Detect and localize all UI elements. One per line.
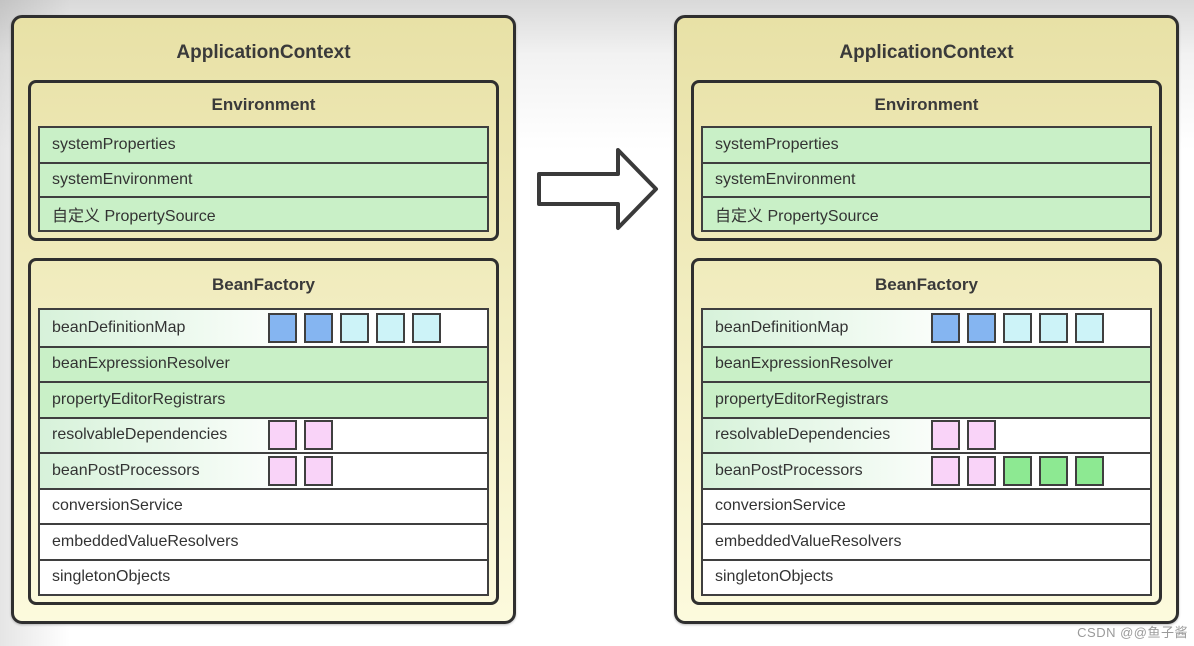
row-label: conversionService bbox=[52, 497, 183, 515]
watermark-text: CSDN @@鱼子酱 bbox=[1077, 625, 1188, 640]
row-label: embeddedValueResolvers bbox=[715, 532, 902, 550]
transform-right-arrow-icon bbox=[536, 146, 660, 232]
row-label: beanDefinitionMap bbox=[715, 318, 849, 336]
table-row: beanDefinitionMap bbox=[703, 310, 1150, 346]
row-label: systemProperties bbox=[715, 136, 839, 153]
bean-icons-group bbox=[931, 420, 996, 451]
pink-bean-icon bbox=[931, 420, 960, 451]
table-row: systemEnvironment bbox=[40, 162, 487, 196]
table-row: singletonObjects bbox=[703, 558, 1150, 594]
application-context-panel-left: ApplicationContext Environment systemPro… bbox=[11, 15, 516, 624]
pink-bean-icon bbox=[967, 455, 996, 486]
table-row: 自定义 PropertySource bbox=[40, 196, 487, 230]
table-row: beanPostProcessors bbox=[703, 452, 1150, 488]
row-label: beanDefinitionMap bbox=[52, 318, 186, 336]
bean-factory-box: BeanFactory beanDefinitionMap beanExpress… bbox=[28, 258, 499, 605]
table-row: 自定义 PropertySource bbox=[703, 196, 1150, 230]
pink-bean-icon bbox=[268, 455, 297, 486]
table-row: resolvableDependencies bbox=[703, 416, 1150, 452]
table-row: conversionService bbox=[40, 487, 487, 523]
table-row: systemEnvironment bbox=[703, 162, 1150, 196]
cyan-bean-icon bbox=[412, 312, 441, 343]
blue-bean-icon bbox=[931, 312, 960, 343]
blue-bean-icon bbox=[268, 312, 297, 343]
row-label: singletonObjects bbox=[715, 568, 834, 586]
row-label: singletonObjects bbox=[52, 568, 171, 586]
table-row: propertyEditorRegistrars bbox=[40, 381, 487, 417]
bean-factory-box: BeanFactory beanDefinitionMap beanExpress… bbox=[691, 258, 1162, 605]
environment-title: Environment bbox=[874, 94, 979, 114]
pink-bean-icon bbox=[967, 420, 996, 451]
table-row: beanPostProcessors bbox=[40, 452, 487, 488]
row-label: resolvableDependencies bbox=[715, 426, 891, 444]
blue-bean-icon bbox=[304, 312, 333, 343]
row-label: systemEnvironment bbox=[715, 171, 856, 188]
green-bean-icon bbox=[1003, 455, 1032, 486]
application-context-title: ApplicationContext bbox=[839, 42, 1014, 63]
table-row: beanDefinitionMap bbox=[40, 310, 487, 346]
row-label: systemEnvironment bbox=[52, 171, 193, 188]
table-row: singletonObjects bbox=[40, 558, 487, 594]
cyan-bean-icon bbox=[1075, 312, 1104, 343]
bean-icons-group bbox=[931, 312, 1104, 343]
row-label: systemProperties bbox=[52, 136, 176, 153]
table-row: propertyEditorRegistrars bbox=[703, 381, 1150, 417]
row-label: resolvableDependencies bbox=[52, 426, 228, 444]
row-label: beanPostProcessors bbox=[715, 461, 863, 479]
bean-factory-title: BeanFactory bbox=[875, 274, 978, 294]
table-row: embeddedValueResolvers bbox=[40, 523, 487, 559]
table-row: embeddedValueResolvers bbox=[703, 523, 1150, 559]
bean-factory-rows: beanDefinitionMap beanExpressionResolver p… bbox=[38, 308, 489, 596]
table-row: beanExpressionResolver bbox=[40, 345, 487, 381]
green-bean-icon bbox=[1039, 455, 1068, 486]
cyan-bean-icon bbox=[1039, 312, 1068, 343]
row-label: embeddedValueResolvers bbox=[52, 532, 239, 550]
green-bean-icon bbox=[1075, 455, 1104, 486]
table-row: systemProperties bbox=[703, 128, 1150, 162]
bean-icons-group bbox=[931, 455, 1104, 486]
table-row: resolvableDependencies bbox=[40, 416, 487, 452]
row-label: 自定义 PropertySource bbox=[52, 208, 216, 225]
environment-rows: systemProperties systemEnvironment 自定义 Pro… bbox=[38, 126, 489, 232]
blue-bean-icon bbox=[967, 312, 996, 343]
cyan-bean-icon bbox=[1003, 312, 1032, 343]
pink-bean-icon bbox=[304, 455, 333, 486]
environment-box: Environment systemProperties systemEnviro… bbox=[28, 80, 499, 241]
table-row: systemProperties bbox=[40, 128, 487, 162]
bean-icons-group bbox=[268, 455, 333, 486]
row-label: propertyEditorRegistrars bbox=[52, 390, 226, 408]
pink-bean-icon bbox=[931, 455, 960, 486]
bean-icons-group bbox=[268, 420, 333, 451]
environment-box: Environment systemProperties systemEnviro… bbox=[691, 80, 1162, 241]
bean-icons-group bbox=[268, 312, 441, 343]
application-context-title: ApplicationContext bbox=[176, 42, 351, 63]
table-row: conversionService bbox=[703, 487, 1150, 523]
bean-factory-rows: beanDefinitionMap beanExpressionResolver p… bbox=[701, 308, 1152, 596]
pink-bean-icon bbox=[268, 420, 297, 451]
row-label: conversionService bbox=[715, 497, 846, 515]
table-row: beanExpressionResolver bbox=[703, 345, 1150, 381]
row-label: beanExpressionResolver bbox=[715, 355, 893, 373]
cyan-bean-icon bbox=[340, 312, 369, 343]
row-label: beanExpressionResolver bbox=[52, 355, 230, 373]
row-label: propertyEditorRegistrars bbox=[715, 390, 889, 408]
row-label: beanPostProcessors bbox=[52, 461, 200, 479]
bean-factory-title: BeanFactory bbox=[212, 274, 315, 294]
row-label: 自定义 PropertySource bbox=[715, 208, 879, 225]
environment-rows: systemProperties systemEnvironment 自定义 Pro… bbox=[701, 126, 1152, 232]
application-context-panel-right: ApplicationContext Environment systemPro… bbox=[674, 15, 1179, 624]
pink-bean-icon bbox=[304, 420, 333, 451]
environment-title: Environment bbox=[211, 94, 316, 114]
cyan-bean-icon bbox=[376, 312, 405, 343]
